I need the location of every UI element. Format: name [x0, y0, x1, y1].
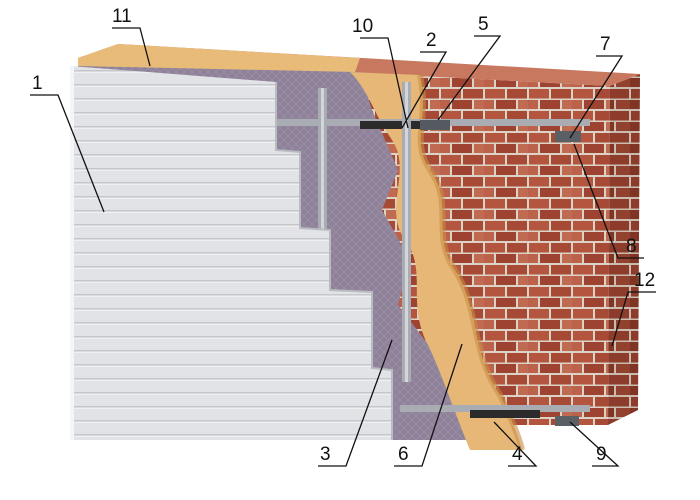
callout-5: 5 — [478, 14, 489, 35]
callout-2: 2 — [426, 30, 437, 51]
lower-horizontal-profile — [400, 405, 590, 426]
callout-labels: 1 2 3 4 5 6 7 8 9 10 11 12 — [32, 6, 655, 465]
callout-6: 6 — [398, 444, 409, 465]
upper-horizontal-profile — [270, 119, 590, 142]
top-cap-strip — [78, 44, 360, 72]
bracket-9 — [555, 416, 579, 426]
vertical-guide-profiles — [318, 82, 411, 382]
callout-3: 3 — [320, 444, 331, 465]
callout-10: 10 — [352, 16, 373, 37]
callout-11: 11 — [112, 6, 132, 27]
callout-7: 7 — [600, 34, 611, 55]
insulation-layer — [350, 72, 525, 451]
callout-12: 12 — [634, 270, 655, 291]
callout-8: 8 — [626, 236, 637, 257]
leader-lines — [30, 27, 656, 467]
callout-4: 4 — [512, 444, 523, 465]
callout-1: 1 — [32, 73, 43, 94]
bracket-7 — [555, 131, 581, 142]
callout-9: 9 — [596, 444, 607, 465]
